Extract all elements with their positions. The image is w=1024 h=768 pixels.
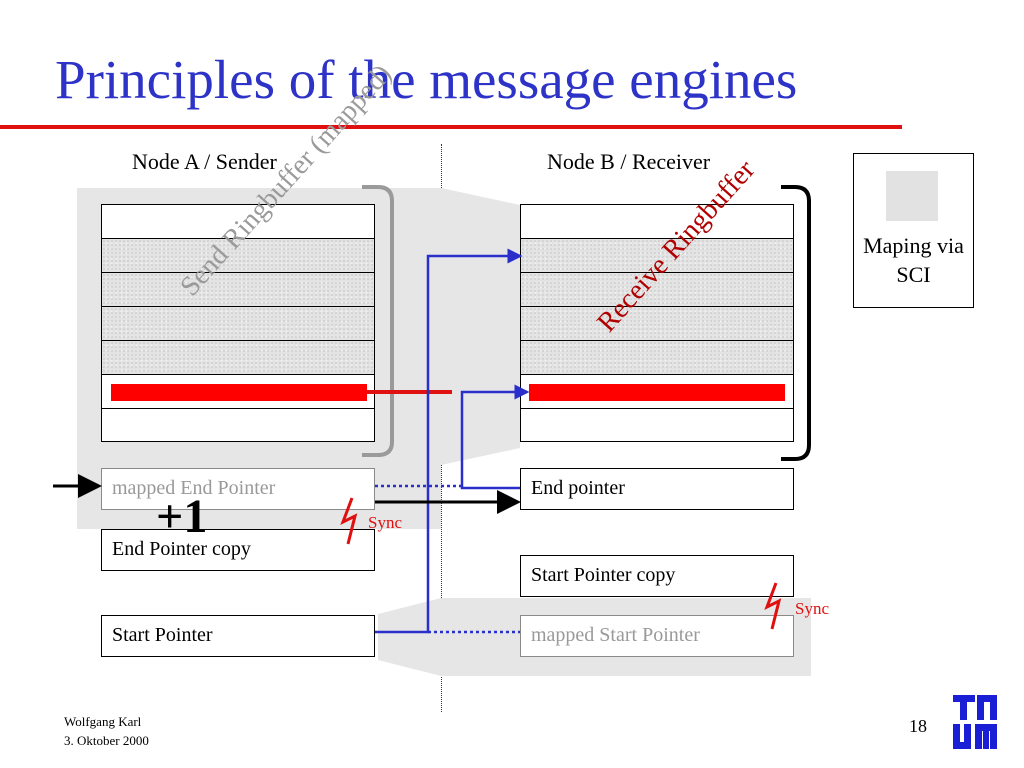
page-number: 18 — [909, 716, 927, 736]
send-ringbuffer — [101, 204, 375, 442]
mapped-start-pointer-box: mapped Start Pointer — [520, 615, 794, 657]
lightning-icon — [340, 497, 358, 545]
legend-label: Maping via SCI — [863, 233, 964, 287]
start-pointer-connector — [375, 248, 523, 634]
start-pointer-box: Start Pointer — [101, 615, 375, 657]
send-wraparound-bracket — [362, 185, 394, 457]
ringbuffer-slot — [102, 273, 374, 307]
ringbuffer-slot — [102, 307, 374, 341]
ringbuffer-slot — [102, 239, 374, 273]
end-pointer-box: End pointer — [520, 468, 794, 510]
mapping-shade-bridge-bottom — [378, 598, 441, 676]
slide-title: Principles of the message engines — [55, 49, 798, 110]
ringbuffer-slot — [521, 375, 793, 409]
receive-end-marker — [529, 384, 785, 401]
ringbuffer-slot — [102, 205, 374, 239]
title-underline — [0, 125, 902, 129]
receive-ringbuffer — [520, 204, 794, 442]
footer-author-block: Wolfgang Karl 3. Oktober 2000 — [64, 712, 149, 750]
ringbuffer-slot — [102, 375, 374, 409]
end-pointer-connector — [460, 384, 530, 490]
increment-label: +1 — [156, 490, 208, 543]
footer-date: 3. Oktober 2000 — [64, 733, 149, 748]
receive-wraparound-bracket — [781, 185, 811, 461]
send-end-marker — [111, 384, 367, 401]
ringbuffer-slot — [521, 273, 793, 307]
tum-logo-mark — [953, 695, 997, 749]
footer-author: Wolfgang Karl — [64, 714, 142, 729]
end-pointer-copy-box: End Pointer copy — [101, 529, 375, 571]
mapped-end-pointer-box: mapped End Pointer — [101, 468, 375, 510]
node-a-title: Node A / Sender — [132, 149, 277, 174]
ringbuffer-slot — [521, 205, 793, 239]
sync-label-node-b: Sync — [795, 599, 829, 618]
ringbuffer-slot — [521, 341, 793, 375]
node-b-title: Node B / Receiver — [547, 149, 711, 174]
lightning-icon — [764, 582, 782, 630]
start-pointer-copy-box: Start Pointer copy — [520, 555, 794, 597]
ringbuffer-slot — [102, 341, 374, 375]
sync-label-node-a: Sync — [368, 513, 402, 532]
ringbuffer-slot — [521, 307, 793, 341]
ringbuffer-slot — [521, 239, 793, 273]
legend-swatch — [886, 171, 938, 221]
